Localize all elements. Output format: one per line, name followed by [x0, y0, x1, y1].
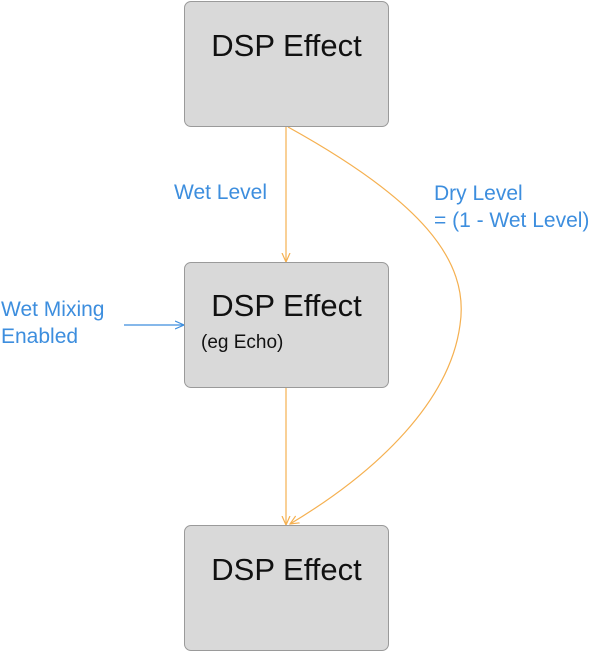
- dry-level-formula: = (1 - Wet Level): [434, 209, 590, 232]
- node-title: DSP Effect: [211, 552, 362, 587]
- edge-dry-level: [287, 126, 462, 524]
- node-dsp-effect-3: DSP Effect: [184, 525, 389, 651]
- wet-mixing-text: Wet Mixing: [1, 298, 105, 321]
- wet-level-text: Wet Level: [174, 181, 267, 204]
- node-title: DSP Effect: [211, 28, 362, 63]
- dry-level-text: Dry Level: [434, 182, 523, 205]
- node-dsp-effect-1: DSP Effect: [184, 1, 389, 127]
- node-subtitle: (eg Echo): [201, 332, 284, 353]
- wet-mixing-enabled-text: Enabled: [1, 325, 79, 348]
- wet-mixing-label: Wet Mixing Enabled: [1, 296, 104, 350]
- node-dsp-effect-2: DSP Effect (eg Echo): [184, 262, 389, 388]
- wet-level-label: Wet Level: [174, 179, 267, 206]
- dry-level-label: Dry Level = (1 - Wet Level): [434, 180, 589, 234]
- node-title: DSP Effect: [211, 288, 362, 323]
